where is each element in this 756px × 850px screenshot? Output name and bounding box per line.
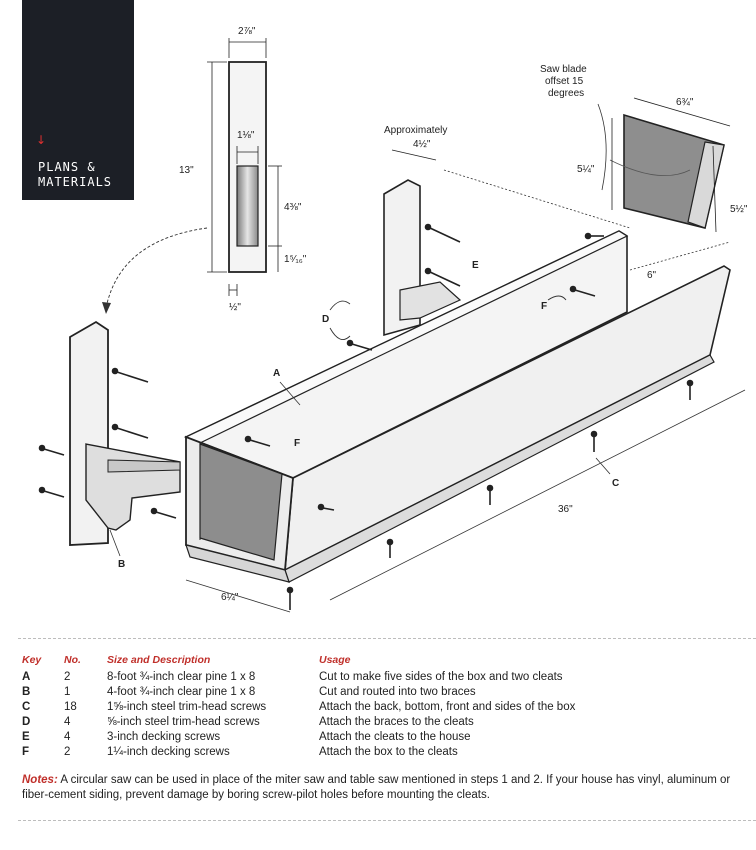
notes: Notes: A circular saw can be used in pla… xyxy=(22,773,742,803)
table-row: D 4 ⅝-inch steel trim-head screws Attach th… xyxy=(22,716,575,731)
divider-bottom xyxy=(18,820,756,821)
saw-note-line: Saw blade xyxy=(540,64,587,75)
row-count: 4 xyxy=(64,731,71,743)
row-size: 1¼-inch decking screws xyxy=(107,746,230,758)
planter-box xyxy=(183,230,731,583)
plans-materials-badge: ↓ PLANS & MATERIALS xyxy=(22,0,134,200)
down-arrow-icon: ↓ xyxy=(36,133,47,147)
notes-label: Notes: xyxy=(22,774,58,786)
left-cleat xyxy=(69,320,181,546)
table-header-row: Key No. Size and Description Usage xyxy=(22,654,575,671)
brace-screw-arrows xyxy=(329,295,567,341)
row-usage: Attach the box to the cleats xyxy=(319,746,458,758)
row-count: 18 xyxy=(64,701,77,713)
row-count: 2 xyxy=(64,746,71,758)
row-count: 4 xyxy=(64,716,71,728)
right-cleat xyxy=(383,179,462,337)
materials-body: A 2 8-foot ¾-inch clear pine 1 x 8 Cut to m… xyxy=(22,671,575,761)
box-dimensions xyxy=(185,169,746,613)
section-title: PLANS & MATERIALS xyxy=(38,160,113,189)
row-count: 2 xyxy=(64,671,71,683)
notes-text: A circular saw can be used in place of t… xyxy=(22,774,731,801)
row-key: F xyxy=(22,746,30,758)
edge-offset-dim: ½" xyxy=(229,302,241,313)
end-width-dim: 6¾" xyxy=(676,97,694,108)
brace-width-dim: 2⅞" xyxy=(238,26,256,37)
header-usage: Usage xyxy=(319,654,351,666)
callout-f-left: F xyxy=(294,438,300,449)
slot-height-dim: 4⅜" xyxy=(284,202,302,213)
box-depth-dim: 6¼" xyxy=(221,591,239,603)
header-key: Key xyxy=(22,654,42,666)
approx-value: 4½" xyxy=(413,139,431,150)
callout-e: E xyxy=(472,260,479,271)
header-size: Size and Description xyxy=(107,654,211,666)
callout-d: D xyxy=(322,314,329,325)
row-size: 4-foot ¾-inch clear pine 1 x 8 xyxy=(107,686,256,698)
brace-detail: 2⅞" 13" 1⅛" 4⅜" 1⁵⁄₁₆" ½" xyxy=(102,26,307,314)
screws xyxy=(38,223,694,610)
row-usage: Cut and routed into two braces xyxy=(319,686,476,698)
callout-b: B xyxy=(118,559,125,570)
row-size: 1⅝-inch steel trim-head screws xyxy=(107,701,267,713)
divider-top xyxy=(18,638,756,639)
row-key: C xyxy=(22,701,31,713)
table-row: C 18 1⅝-inch steel trim-head screws Attach … xyxy=(22,701,575,716)
callout-c: C xyxy=(612,478,619,489)
table-row: B 1 4-foot ¾-inch clear pine 1 x 8 Cut and … xyxy=(22,686,575,701)
row-count: 1 xyxy=(64,686,71,698)
row-key: B xyxy=(22,686,31,698)
callout-f-right: F xyxy=(541,301,547,312)
approx-label: Approximately xyxy=(384,125,447,136)
box-length-dim: 36" xyxy=(558,504,573,515)
callout-a: A xyxy=(273,368,280,379)
end-left-dim: 5¼" xyxy=(577,163,595,175)
callouts: A B C D E F F xyxy=(109,260,619,570)
brace-height-dim: 13" xyxy=(179,165,194,176)
row-key: A xyxy=(22,671,31,683)
row-size: 3-inch decking screws xyxy=(107,731,221,743)
row-size: 8-foot ¾-inch clear pine 1 x 8 xyxy=(107,671,256,683)
slot-bottom-dim: 1⁵⁄₁₆" xyxy=(284,254,307,265)
end-right-dim: 5½" xyxy=(730,204,748,215)
row-usage: Attach the braces to the cleats xyxy=(319,716,474,728)
saw-note-line: degrees xyxy=(548,88,584,99)
row-key: E xyxy=(22,731,30,743)
row-usage: Attach the cleats to the house xyxy=(319,731,471,743)
table-row: E 4 3-inch decking screws Attach the cleats… xyxy=(22,731,575,746)
saw-note-line: offset 15 xyxy=(545,76,584,87)
header-no: No. xyxy=(64,654,81,666)
box-height-dim: 6" xyxy=(647,270,657,281)
slot-width-dim: 1⅛" xyxy=(237,130,255,141)
row-usage: Cut to make five sides of the box and tw… xyxy=(319,671,563,683)
table-row: F 2 1¼-inch decking screws Attach the box t… xyxy=(22,746,575,761)
materials-table: Key No. Size and Description Usage A 2 8-f… xyxy=(22,654,575,761)
row-size: ⅝-inch steel trim-head screws xyxy=(107,716,260,728)
row-usage: Attach the back, bottom, front and sides… xyxy=(319,701,576,713)
table-row: A 2 8-foot ¾-inch clear pine 1 x 8 Cut to m… xyxy=(22,671,575,686)
row-key: D xyxy=(22,716,31,728)
